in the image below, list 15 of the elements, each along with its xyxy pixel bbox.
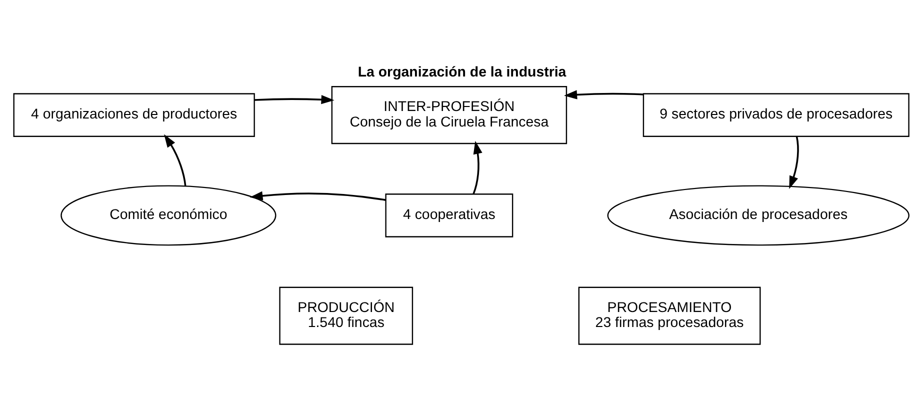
node-box: INTER-PROFESIÓN Consejo de la Ciruela Francesa xyxy=(331,86,568,144)
node-ellipse: Comité económico xyxy=(60,184,276,246)
arrow xyxy=(250,190,386,200)
arrow xyxy=(789,136,799,189)
node-box: PRODUCCIÓN 1.540 fincas xyxy=(279,286,414,344)
node-box: 4 organizaciones de productores xyxy=(13,92,255,136)
arrow xyxy=(472,140,482,194)
arrow xyxy=(564,90,644,99)
node-ellipse: Asociación de procesadores xyxy=(607,184,910,246)
arrow xyxy=(164,134,186,186)
node-box: 9 sectores privados de procesadores xyxy=(642,92,910,136)
arrow xyxy=(254,94,334,104)
node-box: 4 cooperativas xyxy=(385,193,514,237)
diagram-title: La organización de la industria xyxy=(358,64,566,80)
node-box: PROCESAMIENTO 23 firmas procesadoras xyxy=(578,286,761,344)
